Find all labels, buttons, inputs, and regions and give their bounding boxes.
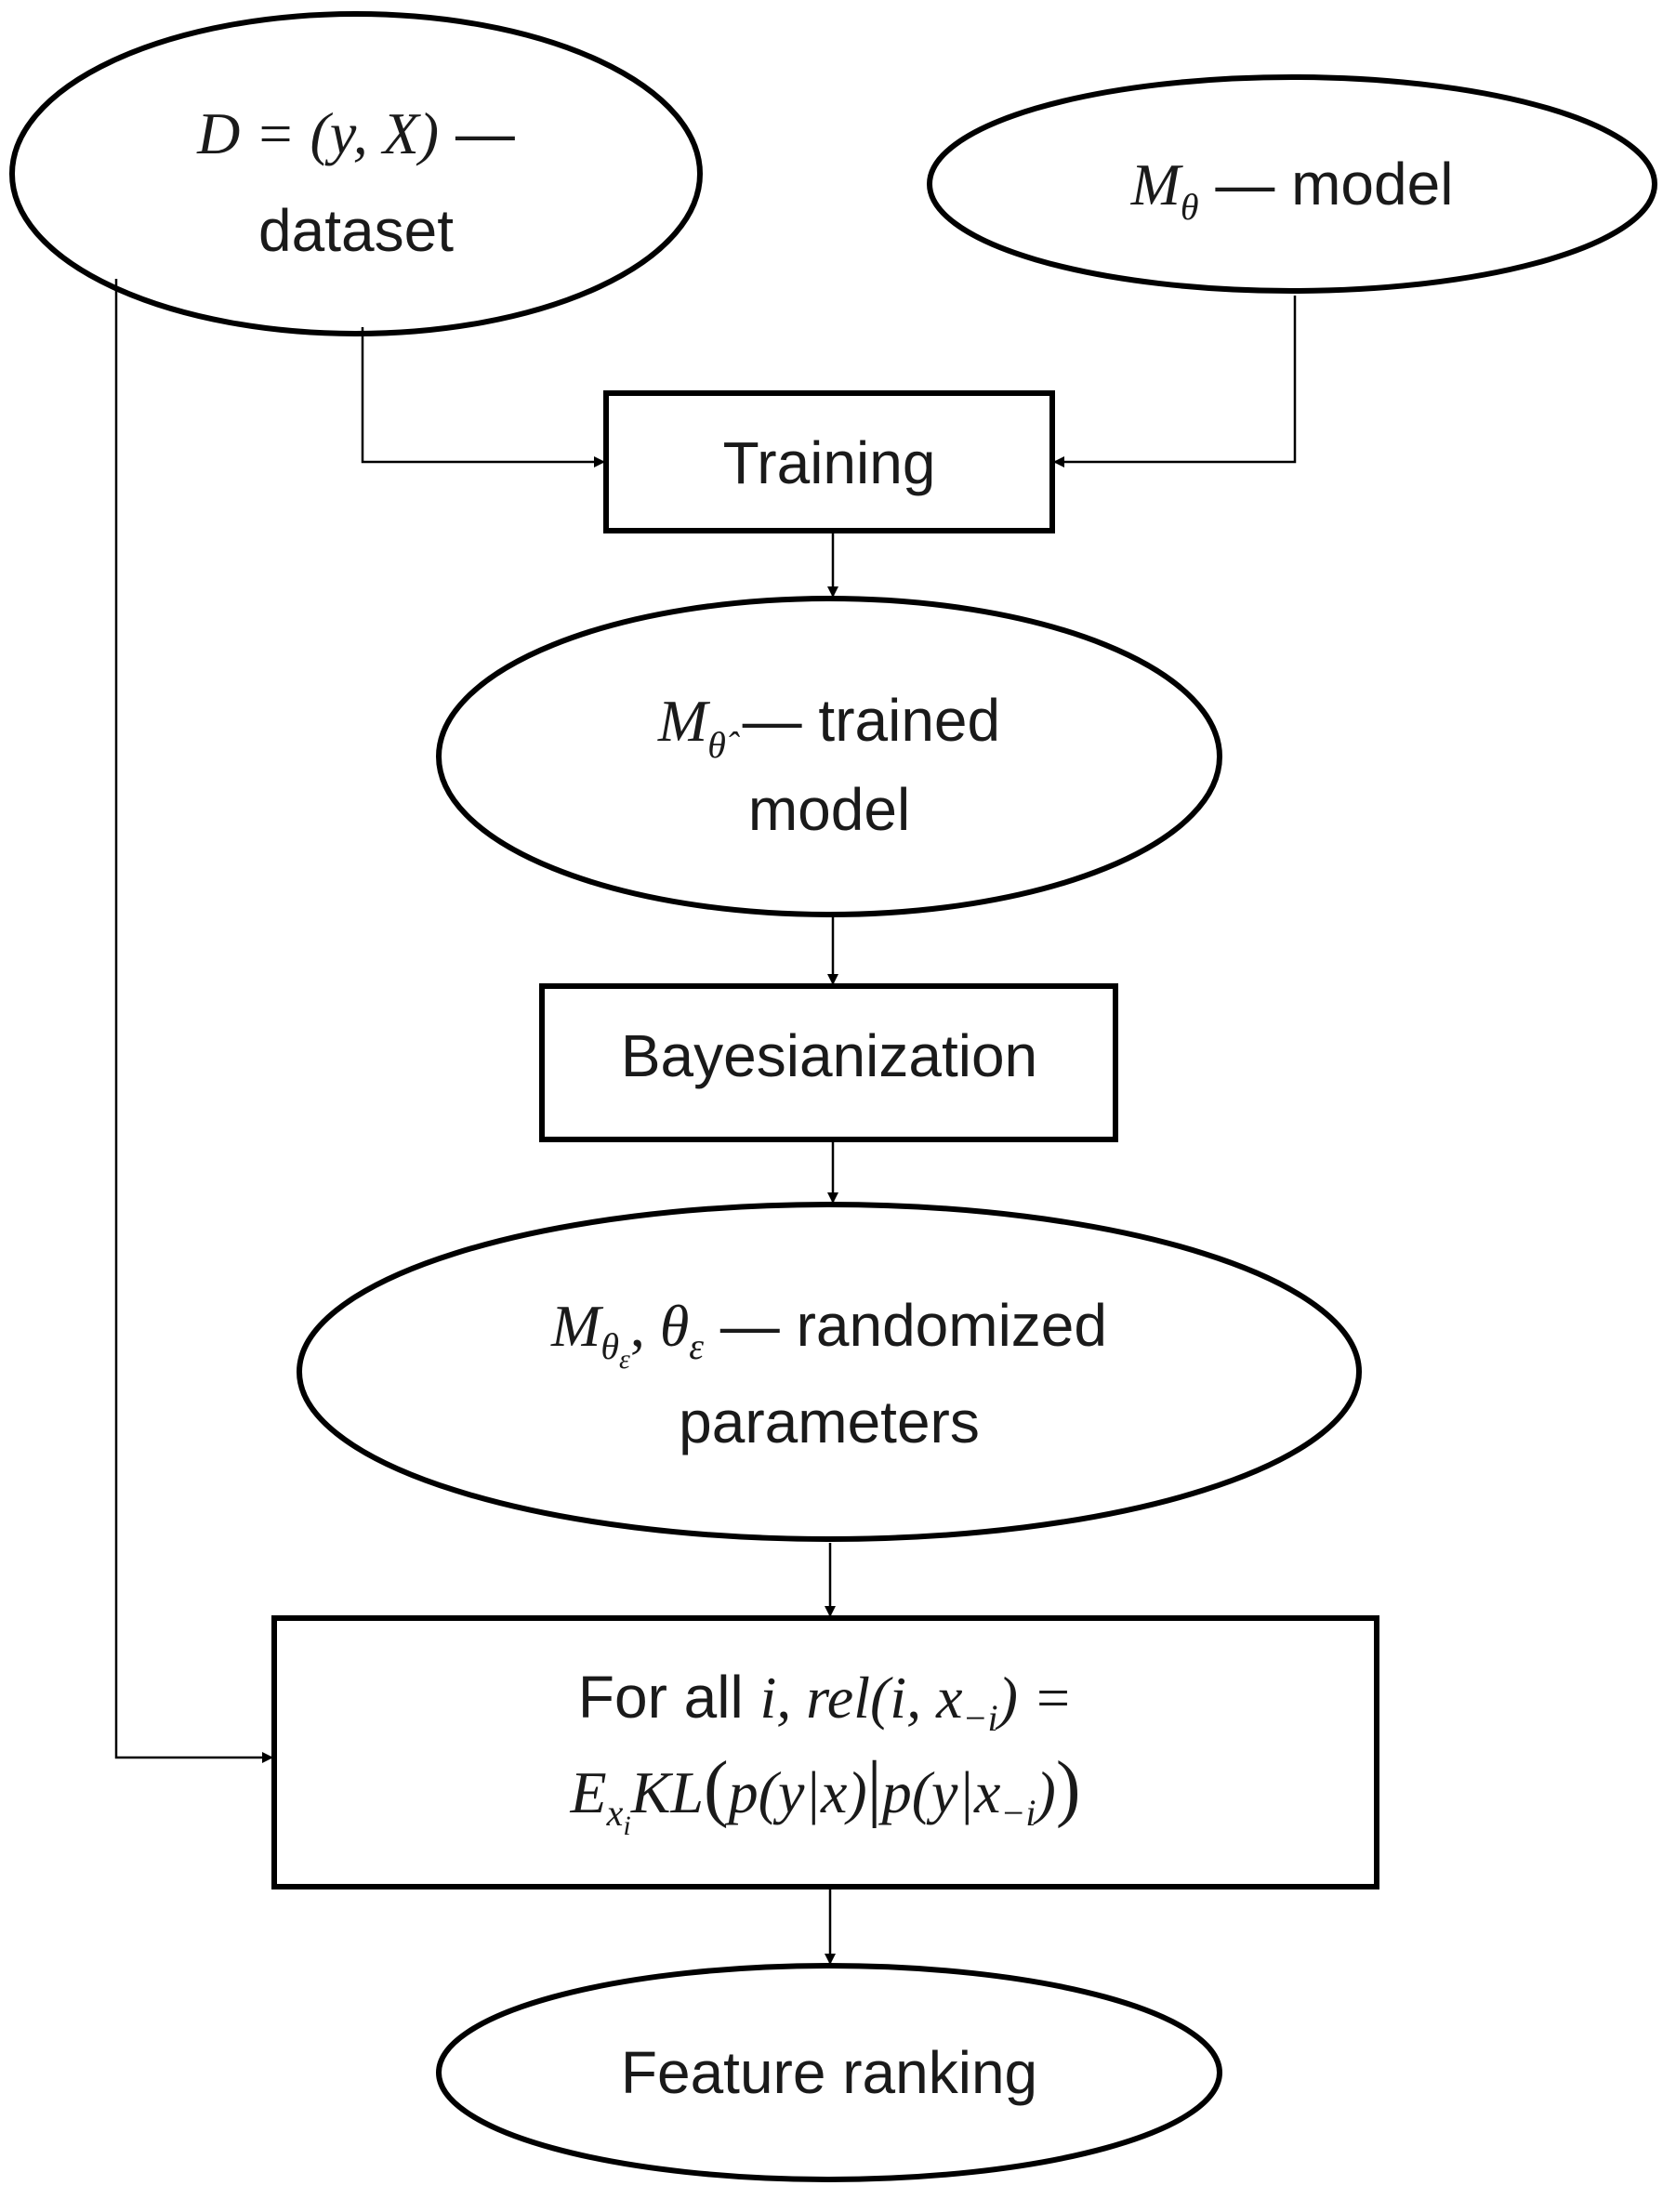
trained-model-label-line2: model bbox=[748, 776, 910, 843]
relevance-formula-line2: ExiKL(p(y|x)|p(y|x−i)) bbox=[570, 1747, 1081, 1841]
node-feature-ranking: Feature ranking bbox=[436, 1963, 1222, 2182]
trained-model-label-line1: Mθ̂ — trained bbox=[657, 687, 1000, 766]
node-trained-model: Mθ̂ — trained model bbox=[436, 596, 1222, 917]
relevance-formula-line1: For all i, rel(i, x−i) = bbox=[578, 1664, 1073, 1739]
node-relevance-formula: For all i, rel(i, x−i) = ExiKL(p(y|x)|p(… bbox=[271, 1615, 1379, 1889]
node-randomized-parameters: Mθε, θε — randomized parameters bbox=[297, 1202, 1362, 1542]
bayesianization-label: Bayesianization bbox=[621, 1022, 1037, 1089]
randomized-label-line1: Mθε, θε — randomized bbox=[550, 1292, 1107, 1375]
dataset-math-label: D = (y, X) — bbox=[196, 99, 515, 166]
dataset-text-label: dataset bbox=[258, 197, 454, 264]
model-label: Mθ — model bbox=[1130, 151, 1454, 228]
feature-ranking-label: Feature ranking bbox=[621, 2039, 1037, 2106]
node-training: Training bbox=[603, 390, 1055, 533]
randomized-label-line2: parameters bbox=[679, 1389, 980, 1455]
training-label: Training bbox=[723, 429, 936, 496]
node-model: Mθ — model bbox=[927, 74, 1657, 294]
edge-model-to-training bbox=[1053, 296, 1297, 467]
edge-dataset-to-relevance bbox=[114, 279, 273, 1763]
node-dataset: D = (y, X) — dataset bbox=[9, 11, 703, 336]
edge-dataset-to-training bbox=[361, 327, 605, 467]
node-bayesianization: Bayesianization bbox=[539, 983, 1118, 1142]
